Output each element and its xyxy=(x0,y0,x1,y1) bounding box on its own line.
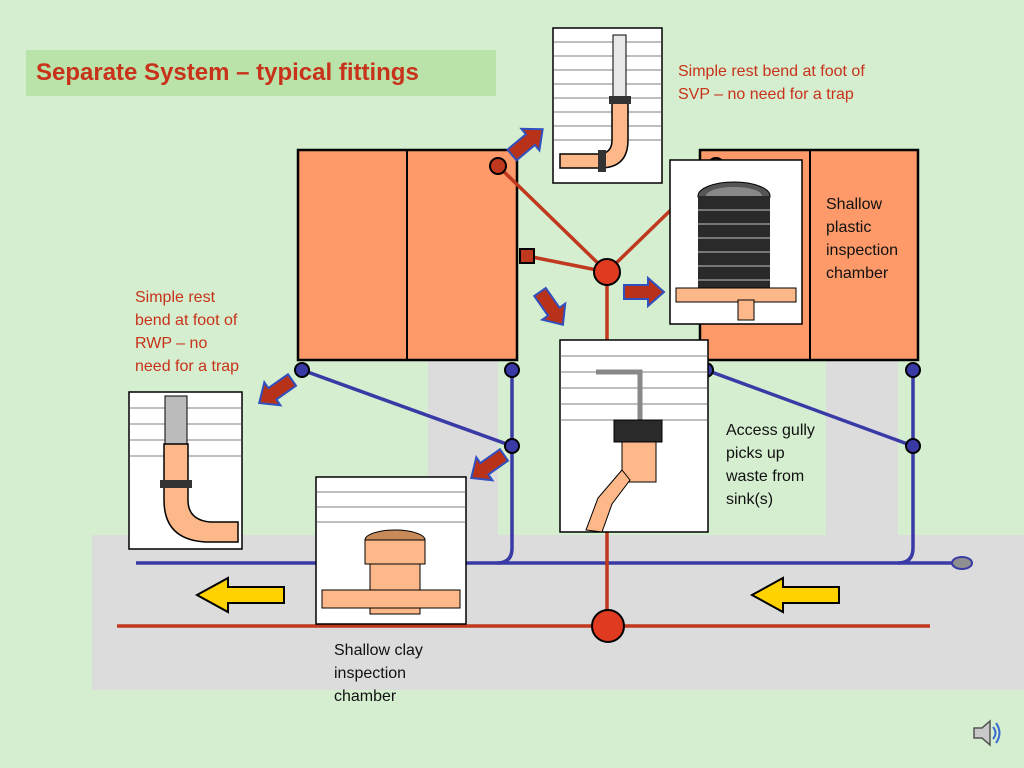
clay-chamber-label-line: Shallow clay xyxy=(334,642,423,659)
plastic-chamber-label-line: inspection xyxy=(826,242,899,259)
paved-area-right xyxy=(826,360,898,538)
access-gully-illustration xyxy=(559,339,709,533)
sound-speaker-icon[interactable] xyxy=(970,716,1004,750)
flow-arrow-left-icon xyxy=(194,576,285,614)
svp-label-line: SVP – no need for a trap xyxy=(678,86,854,103)
pointer-arrow-plastic-icon xyxy=(623,275,666,309)
svp-label-line: Simple rest bend at foot of xyxy=(678,63,865,80)
clay-chamber-illustration xyxy=(315,476,467,625)
pointer-arrow-gully-icon xyxy=(532,286,567,327)
gully-label-line: waste from xyxy=(726,468,805,485)
pointer-arrows xyxy=(257,127,666,482)
ground-strip xyxy=(92,535,1024,690)
rwp-label-line: need for a trap xyxy=(135,358,240,375)
svp-rest-bend-illustration xyxy=(552,27,663,184)
title-box: Separate System – typical fittings xyxy=(26,50,496,96)
plastic-chamber-label: Shallow plastic inspection chamber xyxy=(826,193,898,285)
rwp-label-line: bend at foot of xyxy=(135,312,238,329)
plastic-chamber-illustration xyxy=(669,159,803,325)
plastic-chamber-label-line: Shallow xyxy=(826,196,883,213)
plastic-chamber-label-line: plastic xyxy=(826,219,872,236)
surface-drain-end xyxy=(951,556,973,570)
pointer-arrow-svp-icon xyxy=(506,127,544,162)
plastic-chamber-label-line: chamber xyxy=(826,265,889,282)
rwp-rest-bend-illustration xyxy=(128,391,243,550)
page-title: Separate System – typical fittings xyxy=(36,59,419,86)
rwp-label: Simple rest bend at foot of RWP – no nee… xyxy=(135,286,239,378)
svp-label: Simple rest bend at foot of SVP – no nee… xyxy=(678,60,865,106)
clay-chamber-label-line: chamber xyxy=(334,688,397,705)
rwp-label-line: Simple rest xyxy=(135,289,216,306)
clay-chamber-label-line: inspection xyxy=(334,665,407,682)
house-left xyxy=(296,148,519,362)
gully-label: Access gully picks up waste from sink(s) xyxy=(726,419,815,511)
flow-arrow-right-icon xyxy=(749,576,840,614)
gully-label-line: sink(s) xyxy=(726,491,774,508)
pointer-arrow-clay-icon xyxy=(469,447,510,482)
gully-label-line: Access gully xyxy=(726,422,815,439)
gully-label-line: picks up xyxy=(726,445,785,462)
surface-water-pipes xyxy=(136,368,962,565)
pointer-arrow-rwp-icon xyxy=(257,372,298,407)
rwp-label-line: RWP – no xyxy=(135,335,208,352)
clay-chamber-label: Shallow clay inspection chamber xyxy=(334,639,423,708)
